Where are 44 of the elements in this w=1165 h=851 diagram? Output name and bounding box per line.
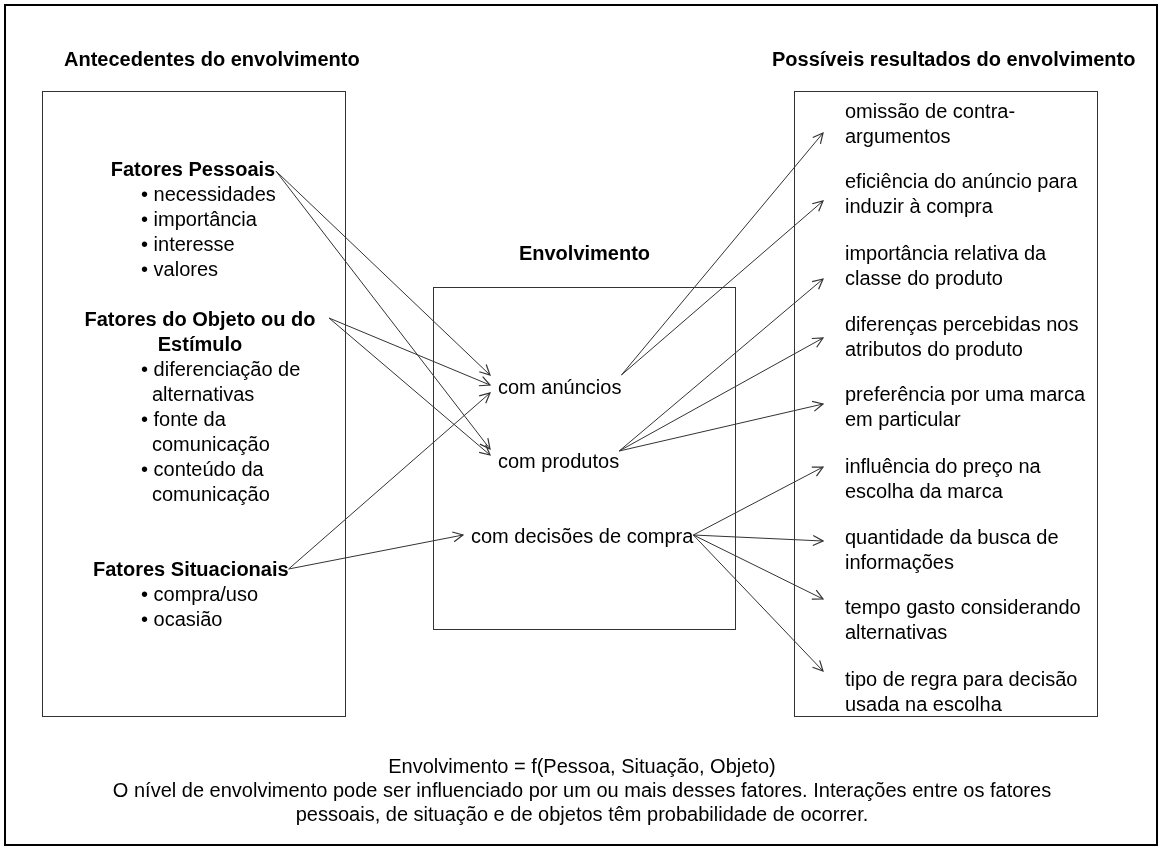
arrow: [275, 170, 491, 376]
arrow: [620, 200, 824, 376]
arrow: [620, 132, 824, 376]
bullet-item: • valores: [141, 257, 220, 282]
outcome-item: importância relativa da classe do produto: [823, 241, 1089, 291]
bullet-item: • compra/uso: [141, 582, 260, 607]
formula-text: Envolvimento = f(Pessoa, Situação, Objeto): [387, 754, 777, 778]
bullet-item: • fonte da comunicação: [141, 407, 271, 457]
bullet-item: • importância: [141, 207, 258, 232]
factor-heading: Fatores Pessoais: [110, 157, 276, 182]
arrow: [328, 317, 491, 456]
bullet-item: • ocasião: [141, 607, 224, 632]
bullet-item: • diferenciação de alternativas: [141, 357, 302, 407]
note-text: O nível de envolvimento pode ser influenciado por um ou mais desses fatores. Interações entre os fatores pessoais, de situação e de objetos têm probabilidade de ocorrer.: [111, 778, 1053, 826]
arrow: [328, 317, 491, 387]
factor-heading: Fatores Situacionais: [93, 557, 289, 582]
outcome-item: tempo gasto considerando alternativas: [823, 595, 1089, 645]
arrow: [288, 531, 464, 570]
bullet-item: • interesse: [141, 232, 236, 257]
factor-heading: Fatores do Objeto ou do Estímulo: [83, 307, 317, 357]
arrow: [618, 400, 824, 452]
arrow: [618, 278, 824, 452]
bullet-item: • conteúdo da comunicação: [141, 457, 271, 507]
involvement-item: com produtos: [490, 449, 620, 473]
outcome-item: quantidade da busca de informações: [823, 525, 1089, 575]
arrow: [692, 534, 824, 600]
outcome-item: diferenças percebidas nos atributos do produto: [823, 312, 1089, 362]
outcome-item: eficiência do anúncio para induzir à compra: [823, 169, 1089, 219]
panel-heading: Antecedentes do envolvimento: [64, 48, 360, 71]
arrow: [275, 170, 491, 450]
involvement-item: com anúncios: [490, 375, 622, 399]
outcome-item: tipo de regra para decisão usada na escolha: [823, 667, 1089, 717]
bullet-item: • necessidades: [141, 182, 276, 207]
arrow: [692, 534, 824, 672]
arrow: [692, 466, 824, 536]
outcome-item: influência do preço na escolha da marca: [823, 454, 1089, 504]
arrow: [618, 337, 824, 452]
outcome-item: preferência por uma marca em particular: [823, 382, 1089, 432]
panel-heading: Envolvimento: [517, 242, 652, 265]
outcome-item: omissão de contra-argumentos: [823, 99, 1089, 149]
arrow: [288, 392, 491, 570]
involvement-item: com decisões de compra: [463, 524, 694, 548]
panel-heading: Possíveis resultados do envolvimento: [772, 48, 1136, 71]
arrow: [692, 534, 824, 547]
